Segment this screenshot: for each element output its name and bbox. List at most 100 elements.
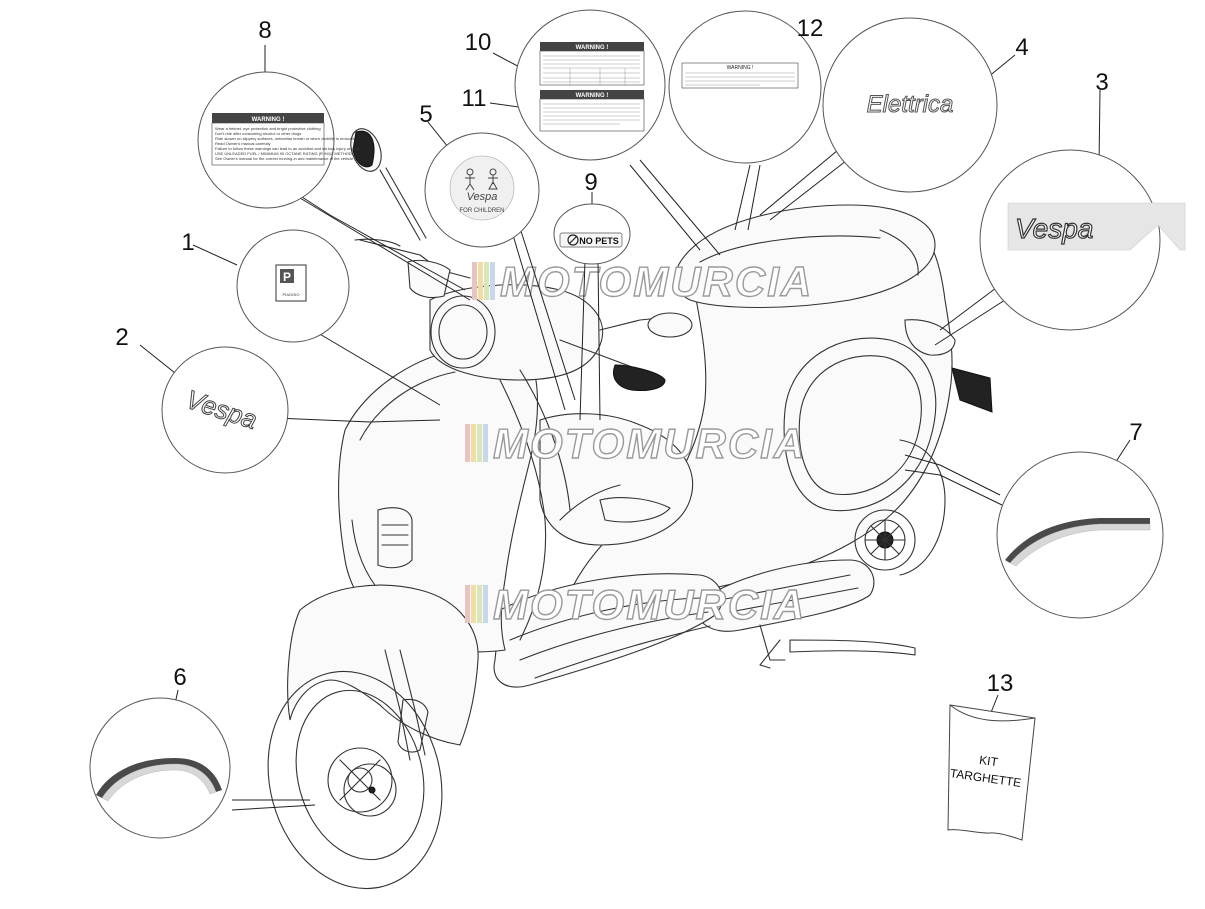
warning-line-8-5: Failure to follow these warnings can lea… xyxy=(215,146,362,151)
callout-number-12: 12 xyxy=(797,15,824,42)
vespa-script-small: Vespa xyxy=(467,191,498,203)
callout-bubble-4: Elettrica xyxy=(822,17,998,193)
callout-number-9: 9 xyxy=(584,169,597,196)
callout-bubble-5: Vespa FOR CHILDREN xyxy=(424,132,540,248)
callout-bubble-7 xyxy=(996,451,1164,619)
callout-number-8: 8 xyxy=(258,17,271,44)
watermark-1: MOTOMURCIA xyxy=(472,257,813,306)
callout-bubble-10-11: WARNING ! WARNING ! xyxy=(514,9,666,161)
watermark-stripe xyxy=(483,424,488,462)
leader-2 xyxy=(274,417,441,423)
plate-letter: P xyxy=(283,270,291,284)
leader-3b xyxy=(934,299,1006,346)
callout-numbers: 8 1 2 5 9 10 11 12 4 3 7 6 13 xyxy=(115,15,1142,697)
callout-number-1: 1 xyxy=(181,229,194,256)
plate-brand: PIAGGIO xyxy=(283,292,300,297)
callout-number-13: 13 xyxy=(987,670,1014,697)
callout-bubble-6 xyxy=(89,697,231,839)
warning-line-8-7: See Owner's manual for the correct runni… xyxy=(215,156,354,161)
front-stripe-dark xyxy=(96,758,222,798)
callout-bubble-12: WARNING ! xyxy=(668,10,822,164)
watermark-2: MOTOMURCIA xyxy=(465,419,806,468)
warning-title-8: WARNING ! xyxy=(252,117,285,123)
callout-bubble-2: Vespa xyxy=(161,346,289,474)
warning-table-10 xyxy=(543,55,640,85)
warning-body-11 xyxy=(539,98,645,132)
leader-1-top xyxy=(192,244,238,266)
warning-header-8 xyxy=(212,113,324,123)
no-pets-sticker xyxy=(559,232,623,248)
warning-line-8-6: USE UNLEADED FUEL / MINIMUM 90 OCTANE RA… xyxy=(215,151,352,156)
watermark-stripe xyxy=(465,424,470,462)
callout-bubble-1: P PIAGGIO xyxy=(236,229,350,343)
callout-number-4: 4 xyxy=(1015,34,1028,61)
vespa-panel-3 xyxy=(1007,202,1186,251)
watermark-text: MOTOMURCIA xyxy=(493,581,806,628)
leader-1 xyxy=(317,332,441,406)
no-entry-slash xyxy=(568,235,578,245)
callout-number-11: 11 xyxy=(462,85,487,112)
watermark-stripe xyxy=(465,585,470,623)
kit-targhette-envelope: KIT TARGHETTE xyxy=(947,704,1036,841)
warning-text-lines-12 xyxy=(685,72,795,86)
warning-line-8-4: Read Owner's manual carefully xyxy=(215,141,270,146)
callout-number-10: 10 xyxy=(465,29,492,56)
watermark-3: MOTOMURCIA xyxy=(465,580,806,629)
vespa-script-badge-3: Vespa xyxy=(1015,213,1093,244)
leader-4 xyxy=(759,139,851,216)
watermark-stripe xyxy=(471,585,476,623)
leader-5 xyxy=(509,224,566,411)
callout-bubble-8: WARNING ! Wear a helmet, eye protection … xyxy=(197,71,362,209)
leader-9b xyxy=(597,259,601,421)
warning-title-11: WARNING ! xyxy=(576,93,609,99)
envelope-flap xyxy=(949,704,1036,722)
watermark-stripe xyxy=(478,262,483,300)
envelope-outline xyxy=(947,704,1036,841)
watermark-stripe xyxy=(483,585,488,623)
watermark-stripe xyxy=(477,424,482,462)
callout-number-2: 2 xyxy=(115,324,128,351)
scooter-drawing xyxy=(267,128,993,890)
leader-6b xyxy=(231,804,316,811)
no-pets-text: NO PETS xyxy=(579,236,619,246)
callout-number-6: 6 xyxy=(173,664,186,691)
watermark-text: MOTOMURCIA xyxy=(493,420,806,467)
callout-number-7: 7 xyxy=(1129,419,1142,446)
elettrica-badge: Elettrica xyxy=(867,91,954,118)
leader-9 xyxy=(579,259,586,421)
callout-bubble-9: NO PETS xyxy=(553,203,631,265)
for-children-text: FOR CHILDREN xyxy=(459,208,504,214)
plate-letter-box xyxy=(280,269,294,283)
warning-sticker-12 xyxy=(681,62,799,89)
leader-5b xyxy=(519,227,576,401)
warning-line-8-1: Wear a helmet, eye protection and bright… xyxy=(215,126,321,131)
warning-line-8-2: Don't ride after consuming alcohol or ot… xyxy=(215,131,301,136)
rear-stripe-light xyxy=(1009,523,1151,567)
for-children-sticker xyxy=(449,155,515,221)
warning-body-8 xyxy=(211,122,325,166)
leader-3 xyxy=(939,284,1001,331)
leader-10b xyxy=(629,164,701,251)
rear-stripe-dark xyxy=(1005,518,1150,563)
leader-10 xyxy=(639,159,721,256)
watermark-stripe xyxy=(471,424,476,462)
warning-header-11 xyxy=(540,90,644,99)
leader-12b xyxy=(747,164,761,231)
watermark-stripe xyxy=(484,262,489,300)
warning-title-10: WARNING ! xyxy=(576,45,609,51)
leader-7b xyxy=(904,469,1003,506)
watermark-text: MOTOMURCIA xyxy=(500,258,813,305)
leader-7 xyxy=(904,454,1001,496)
warning-text-lines-11 xyxy=(543,103,640,125)
warning-line-8-3: Ride slower on slippery surfaces, unfami… xyxy=(215,136,354,141)
front-stripe-light xyxy=(101,763,217,802)
no-entry-icon xyxy=(567,234,579,246)
leader-12 xyxy=(734,164,751,231)
callout-number-5: 5 xyxy=(419,101,432,128)
warning-header-10 xyxy=(540,42,644,51)
watermark-stripe xyxy=(490,262,495,300)
watermark-stripe xyxy=(472,262,477,300)
children-figures-icon xyxy=(465,168,498,191)
